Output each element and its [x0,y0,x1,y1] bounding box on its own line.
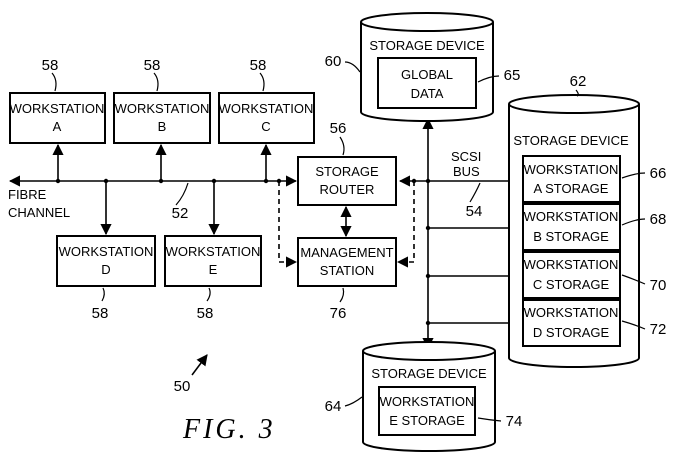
svg-text:STORAGE: STORAGE [315,164,379,179]
ref-54: 54 [466,203,483,220]
ref-74: 74 [506,413,523,430]
svg-text:WORKSTATION: WORKSTATION [10,101,105,116]
partition-workstation-b-storage: WORKSTATION B STORAGE [523,204,620,250]
svg-text:STORAGE DEVICE: STORAGE DEVICE [371,366,487,381]
storage-device-60: STORAGE DEVICE GLOBAL DATA [361,13,493,121]
ref-52: 52 [172,205,189,222]
partition-workstation-a-storage: WORKSTATION A STORAGE [523,156,620,202]
ref-50: 50 [174,378,191,395]
partition-workstation-c-storage: WORKSTATION C STORAGE [523,252,620,298]
fibre-label: FIBRE [8,187,47,202]
workstation-e: WORKSTATION E [165,236,261,286]
ref-70: 70 [650,277,667,294]
ref-76: 76 [330,305,347,322]
svg-text:WORKSTATION: WORKSTATION [524,257,619,272]
workstation-b: WORKSTATION B [114,93,210,143]
ref-66: 66 [650,165,667,182]
storage-device-62: STORAGE DEVICE WORKSTATION A STORAGE WOR… [509,95,639,367]
svg-text:C STORAGE: C STORAGE [533,277,610,292]
svg-text:STATION: STATION [320,263,374,278]
svg-text:GLOBAL: GLOBAL [401,67,453,82]
svg-text:B: B [158,119,167,134]
svg-text:WORKSTATION: WORKSTATION [59,244,154,259]
ref-68: 68 [650,211,667,228]
ref-64: 64 [325,398,342,415]
svg-text:ROUTER: ROUTER [320,182,375,197]
ref-62: 62 [570,73,587,90]
svg-text:STORAGE DEVICE: STORAGE DEVICE [369,38,485,53]
svg-text:B STORAGE: B STORAGE [533,229,609,244]
ref-58-b: 58 [144,57,161,74]
svg-text:WORKSTATION: WORKSTATION [166,244,261,259]
management-station: MANAGEMENT STATION [298,238,396,286]
workstation-d: WORKSTATION D [57,236,155,286]
svg-text:WORKSTATION: WORKSTATION [115,101,210,116]
ref-72: 72 [650,321,667,338]
svg-text:WORKSTATION: WORKSTATION [524,162,619,177]
bus-label: BUS [453,164,480,179]
partition-workstation-d-storage: WORKSTATION D STORAGE [523,300,620,346]
ref-56: 56 [330,120,347,137]
scsi-label: SCSI [451,149,481,164]
svg-text:MANAGEMENT: MANAGEMENT [300,245,393,260]
storage-router: STORAGE ROUTER [298,157,396,205]
storage-device-64: STORAGE DEVICE WORKSTATION E STORAGE [363,342,495,451]
svg-text:C: C [261,119,270,134]
svg-text:WORKSTATION: WORKSTATION [524,305,619,320]
workstation-c: WORKSTATION C [219,93,314,143]
svg-text:D STORAGE: D STORAGE [533,325,610,340]
svg-text:E: E [209,262,218,277]
svg-text:WORKSTATION: WORKSTATION [380,394,475,409]
svg-text:E STORAGE: E STORAGE [389,413,465,428]
ref-65: 65 [504,67,521,84]
svg-text:WORKSTATION: WORKSTATION [219,101,314,116]
svg-text:DATA: DATA [411,86,444,101]
ref-58-e: 58 [197,305,214,322]
ref-58-a: 58 [42,57,59,74]
ref-58-d: 58 [92,305,109,322]
svg-text:D: D [101,262,110,277]
svg-text:WORKSTATION: WORKSTATION [524,209,619,224]
figure-label: FIG. 3 [182,414,276,445]
svg-text:A: A [53,119,62,134]
ref-60: 60 [325,53,342,70]
channel-label: CHANNEL [8,205,70,220]
workstation-a: WORKSTATION A [10,93,105,143]
svg-text:A STORAGE: A STORAGE [534,181,609,196]
svg-text:STORAGE DEVICE: STORAGE DEVICE [513,133,629,148]
ref-58-c: 58 [250,57,267,74]
